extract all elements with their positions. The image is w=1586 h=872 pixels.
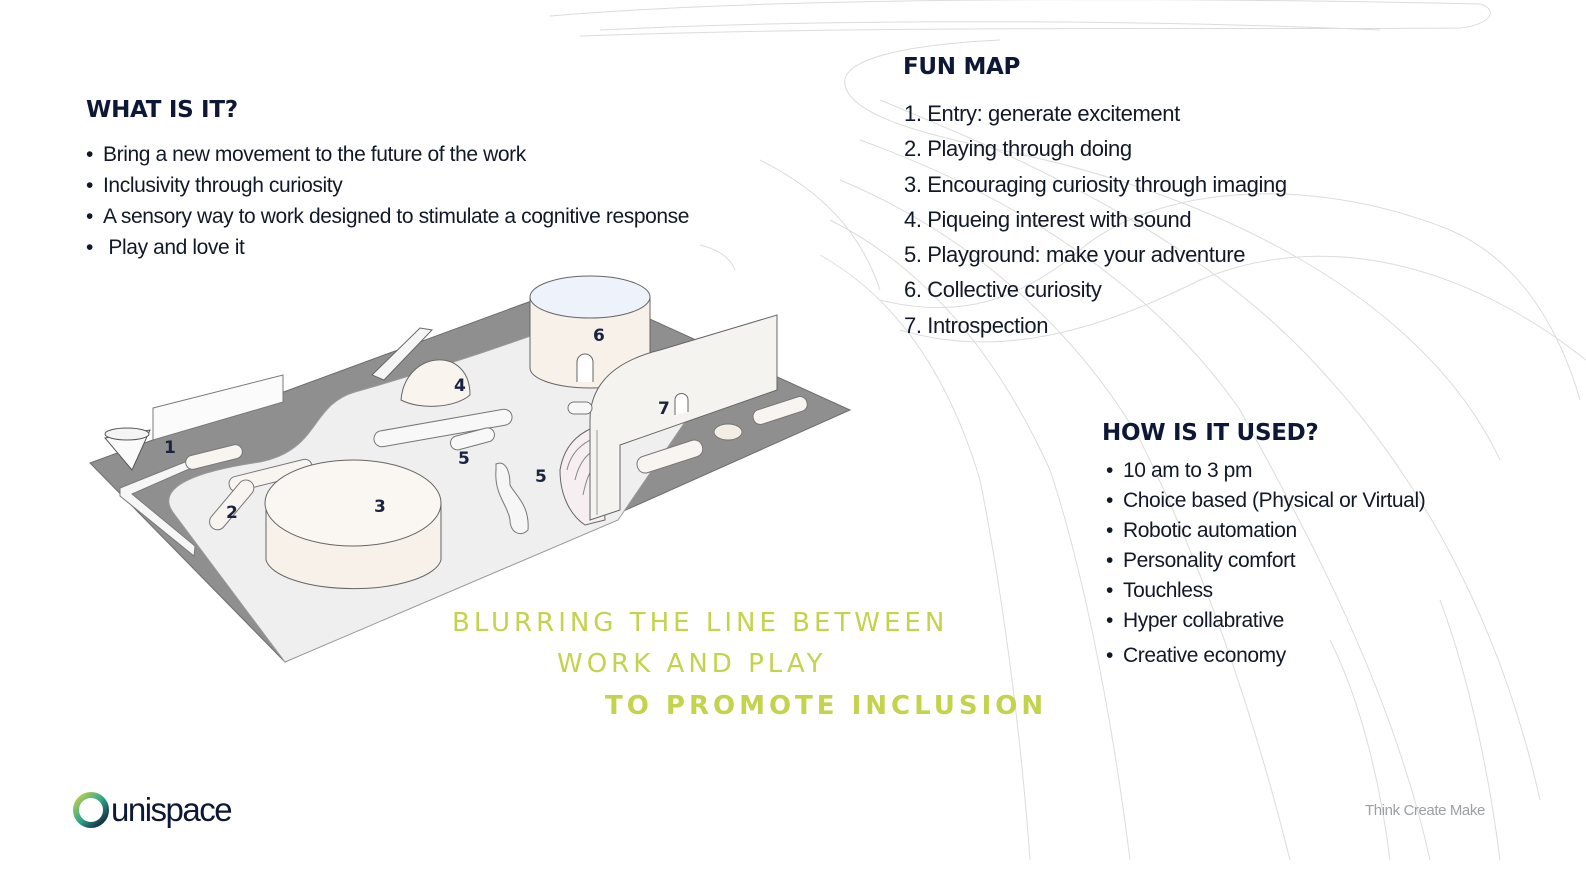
list-item: A sensory way to work designed to stimul… [86,201,786,232]
tagline-line-3: TO PROMOTE INCLUSION [605,691,1048,721]
list-item: 10 am to 3 pm [1106,456,1506,486]
unispace-logo: unispace [72,790,233,830]
list-item: 1. Entry: generate excitement [904,101,1180,126]
list-item: 4. Piqueing interest with sound [904,206,1192,232]
list-item: Hyper collabrative [1106,606,1506,636]
list-item: Touchless [1106,576,1506,606]
list-item: 3. Encouraging curiosity through imaging [904,171,1287,197]
list-item: Creative economy [1106,641,1506,671]
list-item: Robotic automation [1106,516,1506,546]
list-item: Play and love it [86,232,786,263]
map-label-3: 3 [374,497,386,517]
curved-wall-7 [589,314,778,521]
list-item: 6. Collective curiosity [904,277,1102,303]
map-label-6: 6 [593,326,605,346]
what-is-it-list: Bring a new movement to the future of th… [86,139,786,263]
dome-4 [400,359,471,407]
list-item: 7. Introspection [904,312,1049,338]
list-item: Inclusivity through curiosity [86,170,786,201]
entry-wall [152,374,284,441]
logo-text: unispace [111,791,233,828]
logo-ring-icon [73,792,109,828]
map-label-5b: 5 [535,467,547,487]
map-label-2: 2 [226,503,238,523]
how-is-it-used-heading: HOW IS IT USED? [1102,420,1319,446]
slide [371,327,434,381]
tagline-line-1: BLURRING THE LINE BETWEEN [452,608,949,638]
map-label-1: 1 [164,438,176,458]
map-label-5a: 5 [458,449,470,469]
map-label-4: 4 [454,376,466,396]
fun-map-heading: FUN MAP [903,54,1021,80]
fun-map-list: 1. Entry: generate excitement 2. Playing… [904,96,1464,343]
how-is-it-used-list: 10 am to 3 pm Choice based (Physical or … [1106,456,1506,671]
footer-tagline: Think Create Make [1365,802,1485,819]
list-item: 2. Playing through doing [904,136,1132,162]
list-item: Personality comfort [1106,546,1506,576]
list-item: Bring a new movement to the future of th… [86,139,786,170]
list-item: 5. Playground: make your adventure [904,242,1246,268]
what-is-it-heading: WHAT IS IT? [86,97,238,123]
map-label-7: 7 [658,399,670,419]
list-item: Choice based (Physical or Virtual) [1106,486,1506,516]
tagline-line-2: WORK AND PLAY [557,649,827,679]
